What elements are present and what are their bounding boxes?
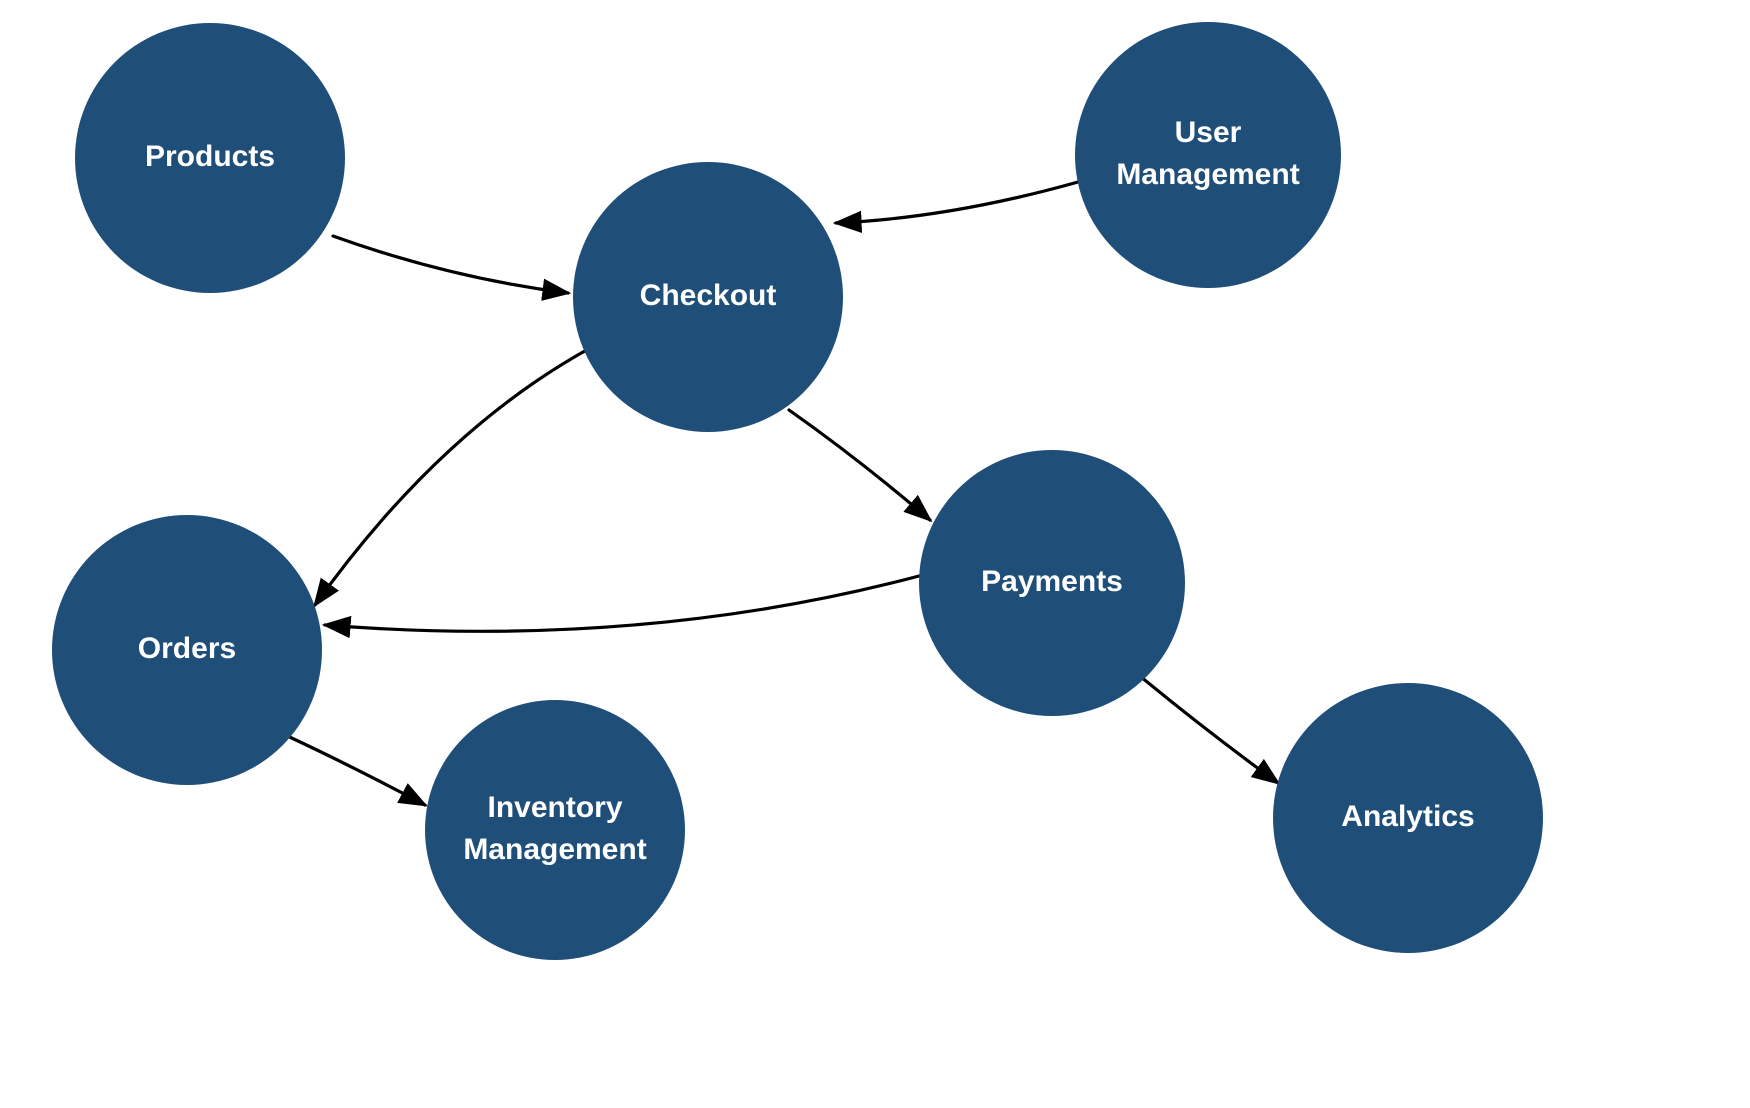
node-payments[interactable]: Payments (919, 450, 1185, 716)
node-checkout[interactable]: Checkout (573, 162, 843, 432)
node-analytics[interactable]: Analytics (1273, 683, 1543, 953)
edges-layer (279, 180, 1281, 807)
node-circle-payments[interactable] (919, 450, 1185, 716)
edge-checkout-to-payments (787, 408, 933, 523)
node-circle-user-management[interactable] (1075, 22, 1341, 288)
node-circle-analytics[interactable] (1273, 683, 1543, 953)
edge-payments-to-analytics (1133, 670, 1281, 785)
edge-orders-to-inventory-management (279, 731, 428, 807)
edge-checkout-to-orders (313, 345, 594, 608)
node-circle-inventory-management[interactable] (425, 700, 685, 960)
edge-payments-to-orders (321, 574, 921, 639)
node-products[interactable]: Products (75, 23, 345, 293)
node-circle-checkout[interactable] (573, 162, 843, 432)
edge-products-to-checkout (331, 234, 572, 301)
node-circle-orders[interactable] (52, 515, 322, 785)
node-orders[interactable]: Orders (52, 515, 322, 785)
edge-user-management-to-checkout (832, 180, 1080, 234)
node-circle-products[interactable] (75, 23, 345, 293)
